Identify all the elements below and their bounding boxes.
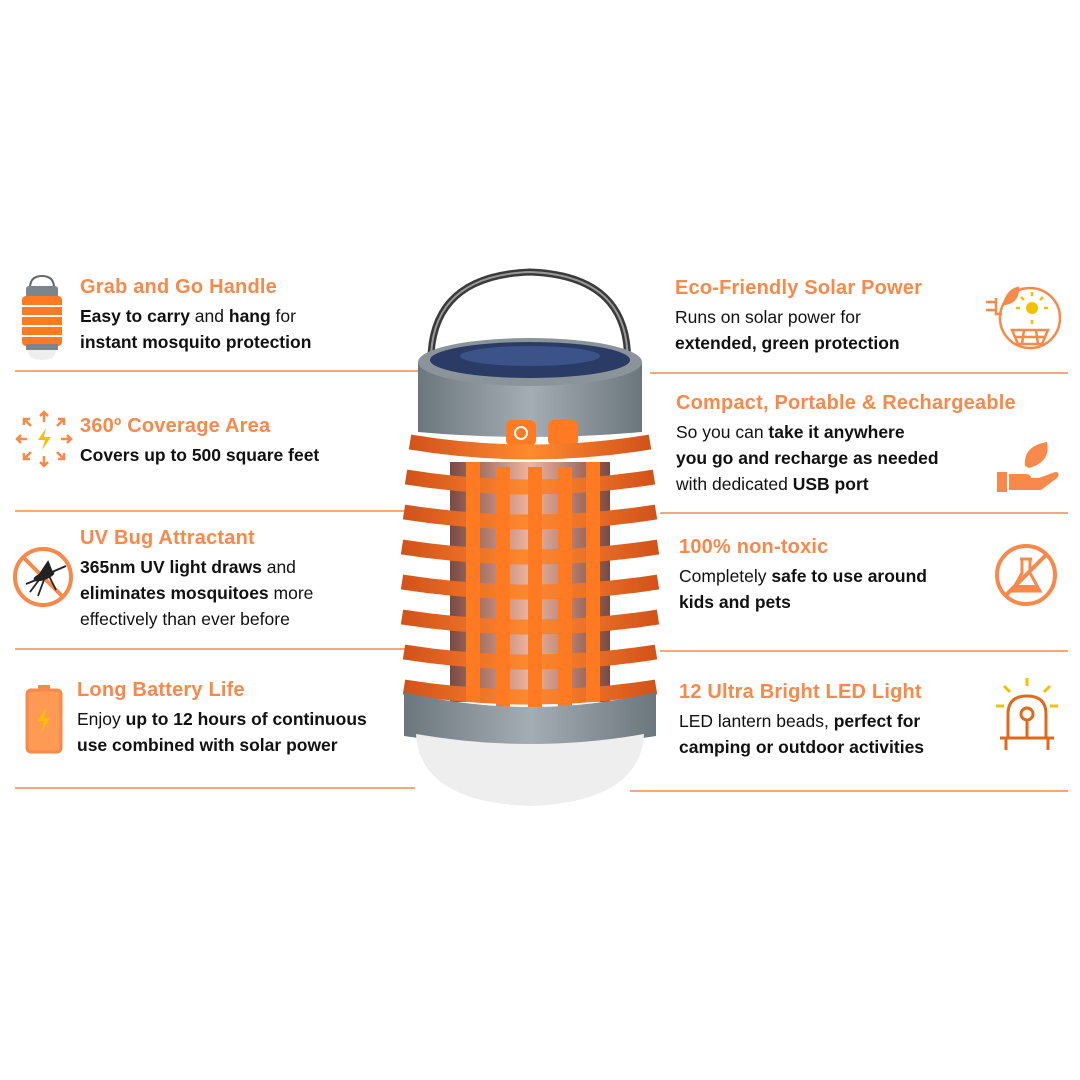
feature-description: Covers up to 500 square feet bbox=[80, 442, 319, 468]
divider bbox=[15, 648, 415, 650]
feature-description: Enjoy up to 12 hours of continuous use co… bbox=[77, 706, 367, 758]
text: and bbox=[189, 306, 229, 326]
text: LED lantern beads, bbox=[679, 711, 834, 731]
divider bbox=[630, 790, 1068, 792]
bold-text: up to 12 hours of continuous bbox=[125, 709, 367, 729]
text: So you can bbox=[676, 422, 769, 442]
bold-text: perfect for bbox=[833, 711, 921, 731]
bold-text: instant mosquito protection bbox=[80, 332, 312, 352]
bold-text: use combined with solar power bbox=[77, 735, 338, 755]
bold-text: USB port bbox=[792, 474, 869, 494]
no-mosquito-icon bbox=[13, 547, 73, 607]
bold-text: you go and recharge as needed bbox=[676, 448, 939, 468]
divider bbox=[15, 510, 415, 512]
text: for bbox=[270, 306, 296, 326]
divider bbox=[660, 512, 1068, 514]
text: effectively than ever before bbox=[80, 609, 290, 629]
solar-leaf-icon bbox=[986, 286, 1062, 350]
feature-title: UV Bug Attractant bbox=[80, 527, 255, 549]
feature-title: Long Battery Life bbox=[77, 679, 245, 701]
bold-text: safe to use around bbox=[771, 566, 927, 586]
feature-title: 360º Coverage Area bbox=[80, 415, 271, 437]
text: Runs on solar power for bbox=[675, 307, 861, 327]
bold-text: 365nm UV light draws bbox=[80, 557, 262, 577]
bold-text: Easy to carry bbox=[80, 306, 190, 326]
hand-leaf-icon bbox=[997, 442, 1059, 492]
feature-title: Eco-Friendly Solar Power bbox=[675, 277, 923, 299]
feature-title: 12 Ultra Bright LED Light bbox=[679, 681, 922, 703]
feature-description: Easy to carry and hang for instant mosqui… bbox=[80, 303, 311, 355]
battery-icon bbox=[25, 685, 63, 754]
feature-left-3: UV Bug Attractant 365nm UV light draws an… bbox=[80, 527, 313, 632]
feature-title: Compact, Portable & Rechargeable bbox=[676, 392, 1016, 414]
feature-description: 365nm UV light draws and eliminates mosqu… bbox=[80, 554, 313, 632]
bold-text: hang bbox=[228, 306, 271, 326]
led-light-icon bbox=[996, 678, 1058, 750]
divider bbox=[650, 372, 1068, 374]
feature-title: 100% non-toxic bbox=[679, 536, 829, 558]
mosquito-zapper-lantern-image bbox=[400, 268, 660, 806]
feature-title: Grab and Go Handle bbox=[80, 276, 277, 298]
feature-description: Completely safe to use around kids and pe… bbox=[679, 563, 927, 615]
bold-text: eliminates mosquitoes bbox=[80, 583, 269, 603]
text: Enjoy bbox=[77, 709, 126, 729]
divider bbox=[15, 787, 415, 789]
text: Completely bbox=[679, 566, 772, 586]
text: with dedicated bbox=[676, 474, 793, 494]
bold-text: Covers up to 500 square feet bbox=[80, 445, 320, 465]
text: and bbox=[261, 557, 296, 577]
feature-description: Runs on solar power for extended, green p… bbox=[675, 304, 922, 356]
feature-description: LED lantern beads, perfect for camping or… bbox=[679, 708, 924, 760]
divider bbox=[660, 650, 1068, 652]
divider bbox=[15, 370, 425, 372]
bold-text: extended, green protection bbox=[675, 333, 900, 353]
non-toxic-icon bbox=[995, 544, 1057, 606]
text: more bbox=[268, 583, 314, 603]
360-coverage-icon bbox=[15, 410, 73, 468]
bold-text: camping or outdoor activities bbox=[679, 737, 925, 757]
bold-text: take it anywhere bbox=[768, 422, 905, 442]
bold-text: kids and pets bbox=[679, 592, 791, 612]
feature-description: So you can take it anywhere you go and re… bbox=[676, 419, 1016, 497]
feature-right-2: Compact, Portable & Rechargeable So you c… bbox=[676, 392, 1016, 497]
lantern-thumbnail-icon bbox=[22, 274, 62, 360]
